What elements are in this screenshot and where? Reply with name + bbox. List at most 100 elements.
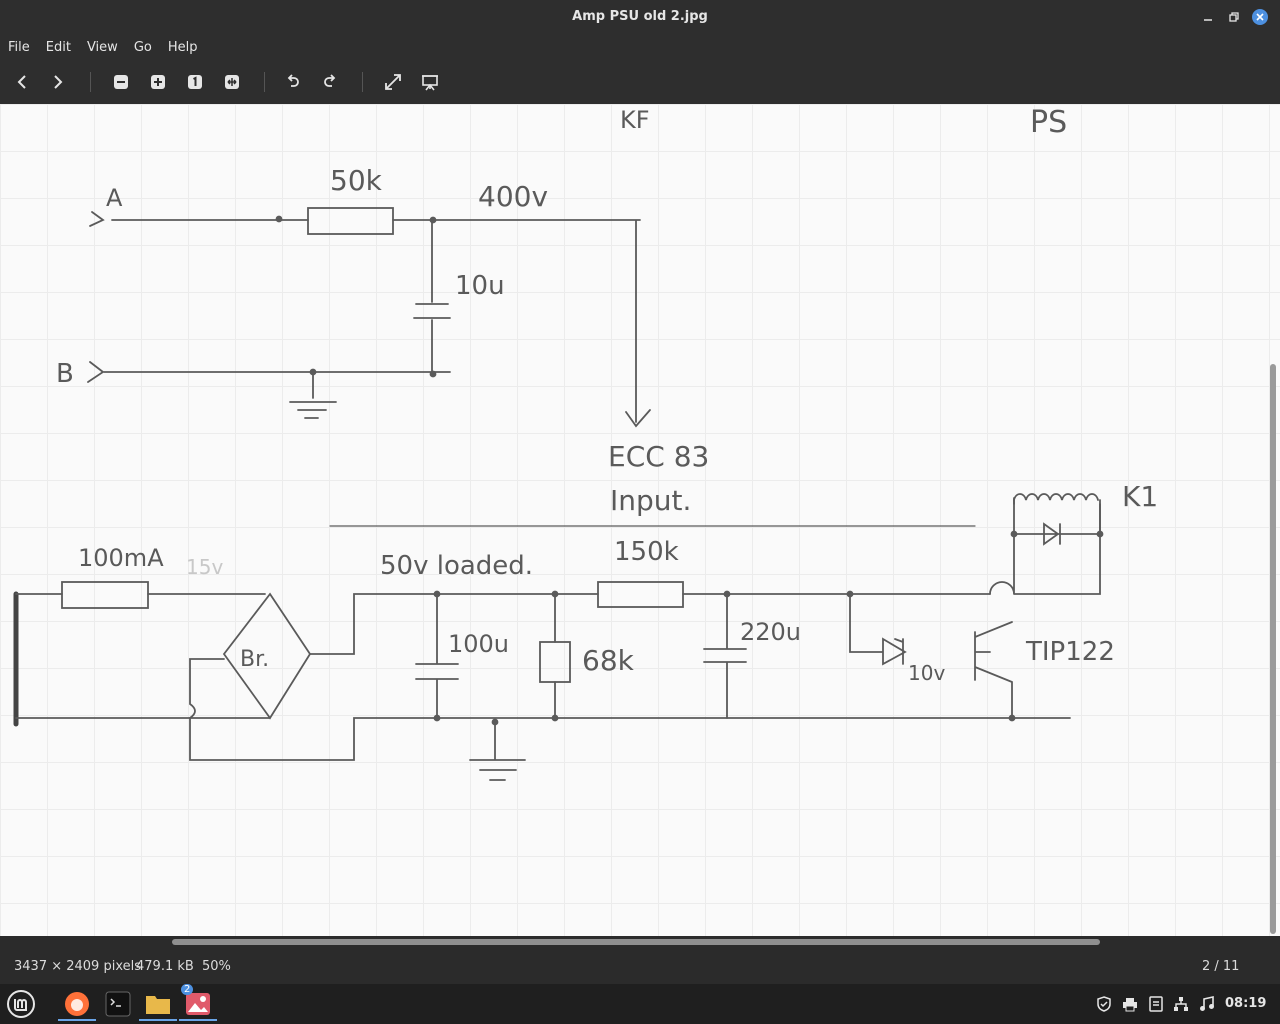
printer-icon [1123, 998, 1137, 1012]
toolbar [0, 60, 1280, 104]
slideshow-button[interactable] [418, 70, 442, 94]
menu-help[interactable]: Help [167, 39, 198, 55]
window-title: Amp PSU old 2.jpg [572, 9, 708, 24]
menu-go[interactable]: Go [133, 39, 152, 55]
taskbar-firefox[interactable] [58, 987, 96, 1021]
rotate-left-button[interactable] [281, 70, 305, 94]
menu-view[interactable]: View [86, 39, 118, 55]
taskbar-terminal[interactable] [99, 987, 137, 1021]
image-view[interactable]: KF PS A B 50k 400v 10u ECC 83 Input. K1 … [0, 104, 1280, 936]
image-viewer-icon [186, 993, 210, 1015]
label-10v: 10v [908, 661, 945, 685]
menu-edit[interactable]: Edit [45, 39, 71, 55]
zoom-normal-button[interactable] [183, 70, 207, 94]
toolbar-separator [264, 72, 265, 92]
label-kf: KF [620, 106, 650, 134]
label-50k: 50k [330, 164, 383, 197]
title-bar: Amp PSU old 2.jpg [0, 0, 1280, 34]
label-50v-loaded: 50v loaded. [380, 551, 533, 581]
running-indicator [58, 1019, 96, 1021]
rotate-right-icon [324, 74, 336, 87]
label-bridge: Br. [240, 647, 269, 672]
label-k1: K1 [1122, 480, 1158, 513]
restore-icon [1229, 12, 1239, 22]
clock[interactable]: 08:19 [1225, 996, 1267, 1011]
zoom-in-button[interactable] [146, 70, 170, 94]
terminal-icon [105, 991, 131, 1017]
menu-file[interactable]: File [8, 39, 30, 55]
music-note-icon [1200, 996, 1214, 1011]
resistor-50k [307, 207, 394, 235]
capacitor-100u [415, 593, 459, 719]
zoom-out-button[interactable] [109, 70, 133, 94]
shield-icon [1097, 996, 1111, 1012]
zoom-original-icon [188, 75, 202, 89]
running-indicator [139, 1019, 177, 1021]
label-220u: 220u [740, 618, 801, 646]
tray-printer[interactable] [1120, 994, 1140, 1014]
zoom-fit-button[interactable] [220, 70, 244, 94]
label-15v: 15v [186, 555, 223, 579]
schematic-sketch: KF PS A B 50k 400v 10u ECC 83 Input. K1 … [13, 105, 1158, 781]
tray-network[interactable] [1171, 994, 1191, 1014]
horizontal-scroll-thumb[interactable] [172, 939, 1100, 945]
resistor-68k [539, 641, 571, 683]
fullscreen-icon [385, 74, 401, 90]
label-100u: 100u [448, 630, 509, 658]
bus-top [15, 593, 991, 719]
label-b: B [56, 359, 74, 389]
fuse-100ma [61, 581, 149, 609]
next-button[interactable] [46, 70, 70, 94]
status-bar: 3437 × 2409 pixels 479.1 kB 50% 2 / 11 [0, 948, 1280, 984]
vertical-scrollbar[interactable] [1270, 364, 1276, 934]
taskbar-image-viewer[interactable]: 2 [179, 984, 217, 1021]
label-100ma: 100mA [78, 544, 164, 572]
taskbar-files[interactable] [139, 987, 177, 1021]
transistor-tip122 [974, 621, 1013, 719]
toolbar-separator [90, 72, 91, 92]
chevron-right-icon [54, 75, 63, 89]
start-menu-button[interactable] [2, 987, 40, 1021]
capacitor-10u [413, 219, 451, 375]
tray-shield[interactable] [1094, 994, 1114, 1014]
taskbar: 2 08:19 [0, 984, 1280, 1024]
fullscreen-button[interactable] [381, 70, 405, 94]
maximize-button[interactable] [1224, 7, 1244, 27]
ground-bottom [469, 721, 526, 781]
label-10u: 10u [455, 271, 505, 301]
resistor-150k [597, 581, 684, 608]
tray-sound[interactable] [1197, 994, 1217, 1014]
wire-b [87, 361, 451, 383]
label-tip122: TIP122 [1025, 637, 1115, 667]
mint-logo-icon [7, 990, 35, 1018]
wire-a [111, 219, 651, 428]
window-count-badge: 2 [181, 984, 194, 995]
rotate-left-icon [287, 74, 299, 87]
menu-bar: File Edit View Go Help [0, 34, 1280, 60]
previous-button[interactable] [10, 70, 34, 94]
label-ps: PS [1030, 105, 1067, 140]
network-icon [1174, 997, 1188, 1011]
label-a: A [106, 184, 123, 212]
zener-10v [849, 593, 907, 666]
label-input: Input. [610, 484, 691, 517]
toolbar-separator [362, 72, 363, 92]
relay-coil-k1 [1013, 493, 1099, 501]
horizontal-scrollbar[interactable] [0, 936, 1280, 948]
relay-loop [989, 497, 1101, 595]
close-button[interactable] [1250, 7, 1270, 27]
image-dimensions: 3437 × 2409 pixels [14, 959, 141, 974]
arrow-a [89, 211, 105, 227]
minimize-button[interactable] [1198, 7, 1218, 27]
label-400v: 400v [478, 180, 548, 213]
tray-notes[interactable] [1146, 994, 1166, 1014]
zoom-level: 50% [202, 959, 231, 974]
rotate-right-button[interactable] [318, 70, 342, 94]
image-position: 2 / 11 [1202, 959, 1240, 974]
zoom-in-icon [151, 75, 165, 89]
running-indicator [179, 1019, 217, 1021]
chevron-left-icon [17, 75, 26, 89]
relay-diode [1013, 522, 1101, 546]
zoom-fit-icon [225, 75, 239, 89]
label-ecc83: ECC 83 [608, 440, 709, 473]
